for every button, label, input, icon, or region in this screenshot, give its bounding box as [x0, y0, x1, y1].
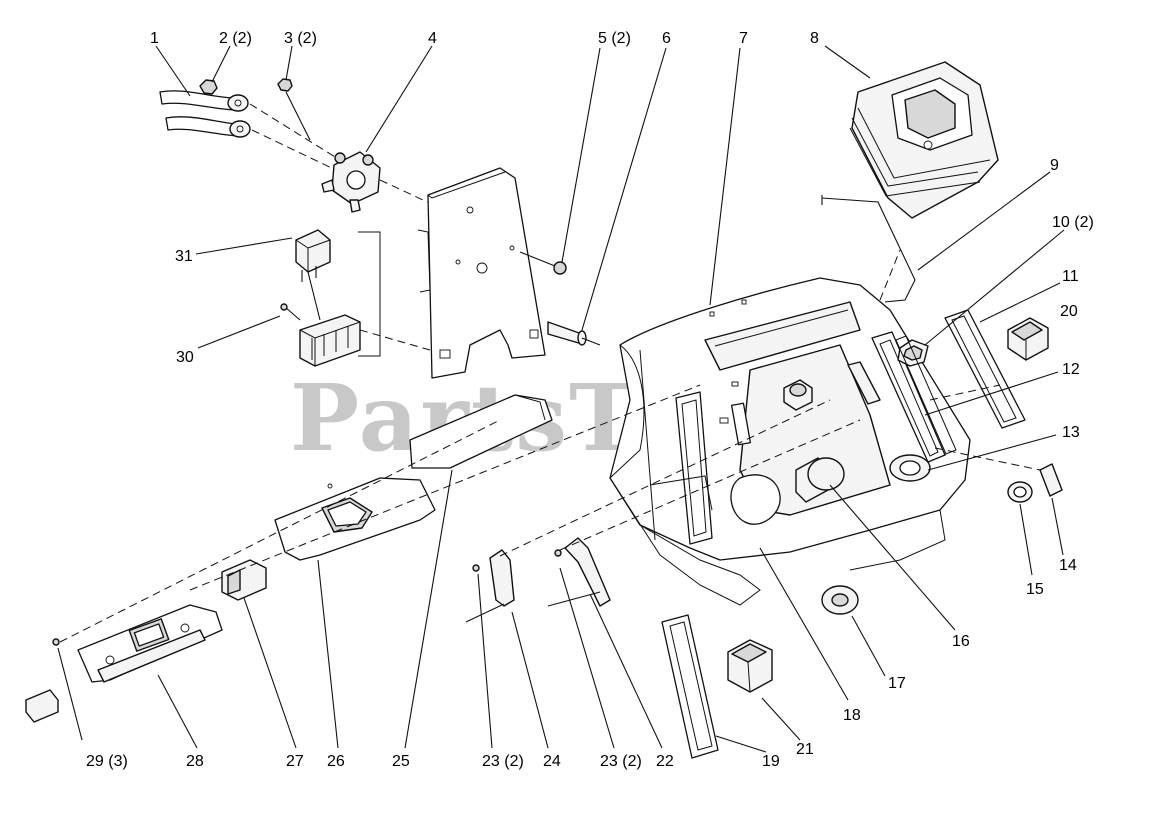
part-8-shift-boot: [849, 61, 999, 219]
part-25-cover: [409, 394, 553, 469]
callout-6: 6: [662, 30, 671, 47]
callout-2: 2 (2): [219, 30, 252, 47]
callout-14: 14: [1059, 557, 1077, 574]
callout-21: 21: [796, 741, 814, 758]
part-19-trim-strip: [661, 614, 719, 759]
part-15-bezel: [1007, 481, 1033, 503]
callout-24: 24: [543, 753, 561, 770]
callout-labels: 1 2 (2) 3 (2) 4 5 (2) 6 7 8 9 10 (2) 11 …: [86, 30, 1094, 770]
callout-8: 8: [810, 30, 819, 47]
callout-25: 25: [392, 753, 410, 770]
part-20-rocker-switch: [1007, 317, 1049, 361]
part-30-fuse-block: [280, 303, 361, 367]
mounting-plate: [417, 167, 546, 379]
callout-17: 17: [888, 675, 906, 692]
callout-28: 28: [186, 753, 204, 770]
part-27-lens: [221, 559, 267, 601]
callout-27: 27: [286, 753, 304, 770]
part-4-solenoid: [321, 151, 381, 213]
part-9-rod: [821, 195, 916, 303]
part-29-lens: [25, 638, 60, 723]
part-14-lens: [1039, 463, 1063, 497]
callout-5: 5 (2): [598, 30, 631, 47]
callout-12: 12: [1062, 361, 1080, 378]
part-3-nut: [277, 78, 293, 92]
callout-18: 18: [843, 707, 861, 724]
callout-29: 29 (3): [86, 753, 128, 770]
callout-9: 9: [1050, 157, 1059, 174]
callout-7: 7: [739, 30, 748, 47]
part-31-relay: [295, 229, 331, 282]
callout-20: 20: [1060, 303, 1078, 320]
callout-4: 4: [428, 30, 437, 47]
callout-3: 3 (2): [284, 30, 317, 47]
part-7-control-console: [609, 277, 971, 606]
console-knob-upper: [783, 379, 813, 411]
part-16-knob: [795, 457, 845, 503]
part-2-nut: [199, 79, 218, 95]
callout-11: 11: [1062, 268, 1079, 285]
part-5-bolt: [519, 251, 567, 275]
callout-31: 31: [175, 248, 193, 265]
callout-23a: 23 (2): [482, 753, 524, 770]
part-1-battery-cables: [159, 90, 251, 138]
callout-30: 30: [176, 349, 194, 366]
part-28-panel: [77, 604, 223, 683]
leader-lines: [57, 45, 1065, 753]
part-6-stud: [547, 321, 601, 346]
part-24-lever: [465, 549, 515, 623]
callout-13: 13: [1062, 424, 1080, 441]
callout-15: 15: [1026, 581, 1044, 598]
part-18-plate: [649, 475, 713, 511]
callout-23b: 23 (2): [600, 753, 642, 770]
part-22-lever: [547, 537, 611, 607]
callout-16: 16: [952, 633, 970, 650]
callout-10: 10 (2): [1052, 214, 1094, 231]
callout-19: 19: [762, 753, 780, 770]
callout-22: 22: [656, 753, 674, 770]
part-26-panel: [274, 477, 436, 561]
part-21-switch: [727, 639, 773, 693]
callout-1: 1: [150, 30, 159, 47]
part-17-ignition-switch: [821, 585, 859, 615]
callout-26: 26: [327, 753, 345, 770]
part-12-trim-strip: [895, 335, 957, 455]
